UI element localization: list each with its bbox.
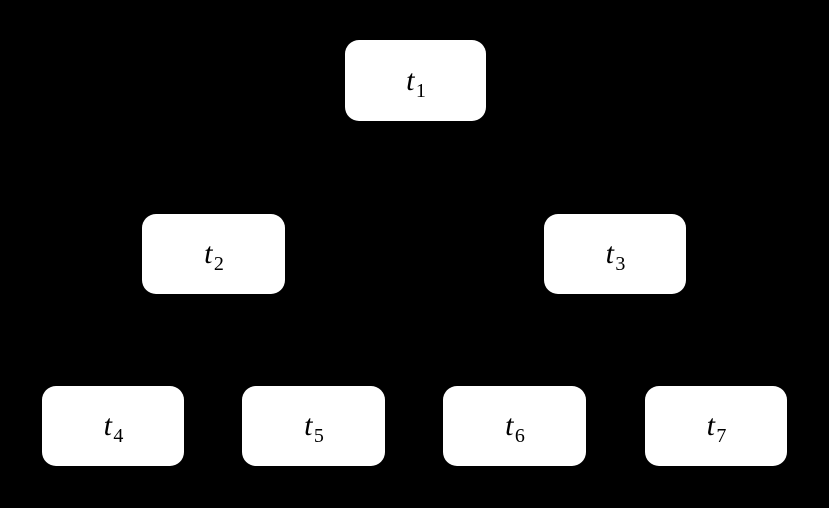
node-base-t3: t xyxy=(605,237,615,270)
tree-node-t7[interactable]: t7 xyxy=(645,386,787,466)
node-base-t2: t xyxy=(204,237,213,270)
node-label-t3: t3 xyxy=(605,237,626,275)
node-base-t7: t xyxy=(706,409,716,442)
node-subscript-t2: 2 xyxy=(213,253,224,275)
node-base-t6: t xyxy=(505,409,514,442)
node-subscript-t4: 4 xyxy=(113,425,124,447)
tree-node-t1[interactable]: t1 xyxy=(345,40,486,121)
tree-node-t5[interactable]: t5 xyxy=(242,386,385,466)
tree-node-t4[interactable]: t4 xyxy=(42,386,184,466)
node-label-t4: t4 xyxy=(103,409,124,447)
tree-node-t2[interactable]: t2 xyxy=(142,214,285,294)
node-subscript-t6: 6 xyxy=(514,425,525,447)
node-subscript-t7: 7 xyxy=(716,425,727,447)
node-label-t1: t1 xyxy=(406,63,426,101)
node-base-t4: t xyxy=(103,409,113,442)
node-label-t6: t6 xyxy=(505,409,525,447)
node-label-t7: t7 xyxy=(706,409,727,447)
node-base-t1: t xyxy=(406,63,415,97)
node-subscript-t5: 5 xyxy=(313,425,324,447)
tree-node-t3[interactable]: t3 xyxy=(544,214,686,294)
node-subscript-t3: 3 xyxy=(615,253,626,275)
node-label-t5: t5 xyxy=(304,409,324,447)
node-label-t2: t2 xyxy=(204,237,224,275)
node-subscript-t1: 1 xyxy=(415,79,426,102)
node-base-t5: t xyxy=(304,409,313,442)
tree-node-t6[interactable]: t6 xyxy=(443,386,586,466)
